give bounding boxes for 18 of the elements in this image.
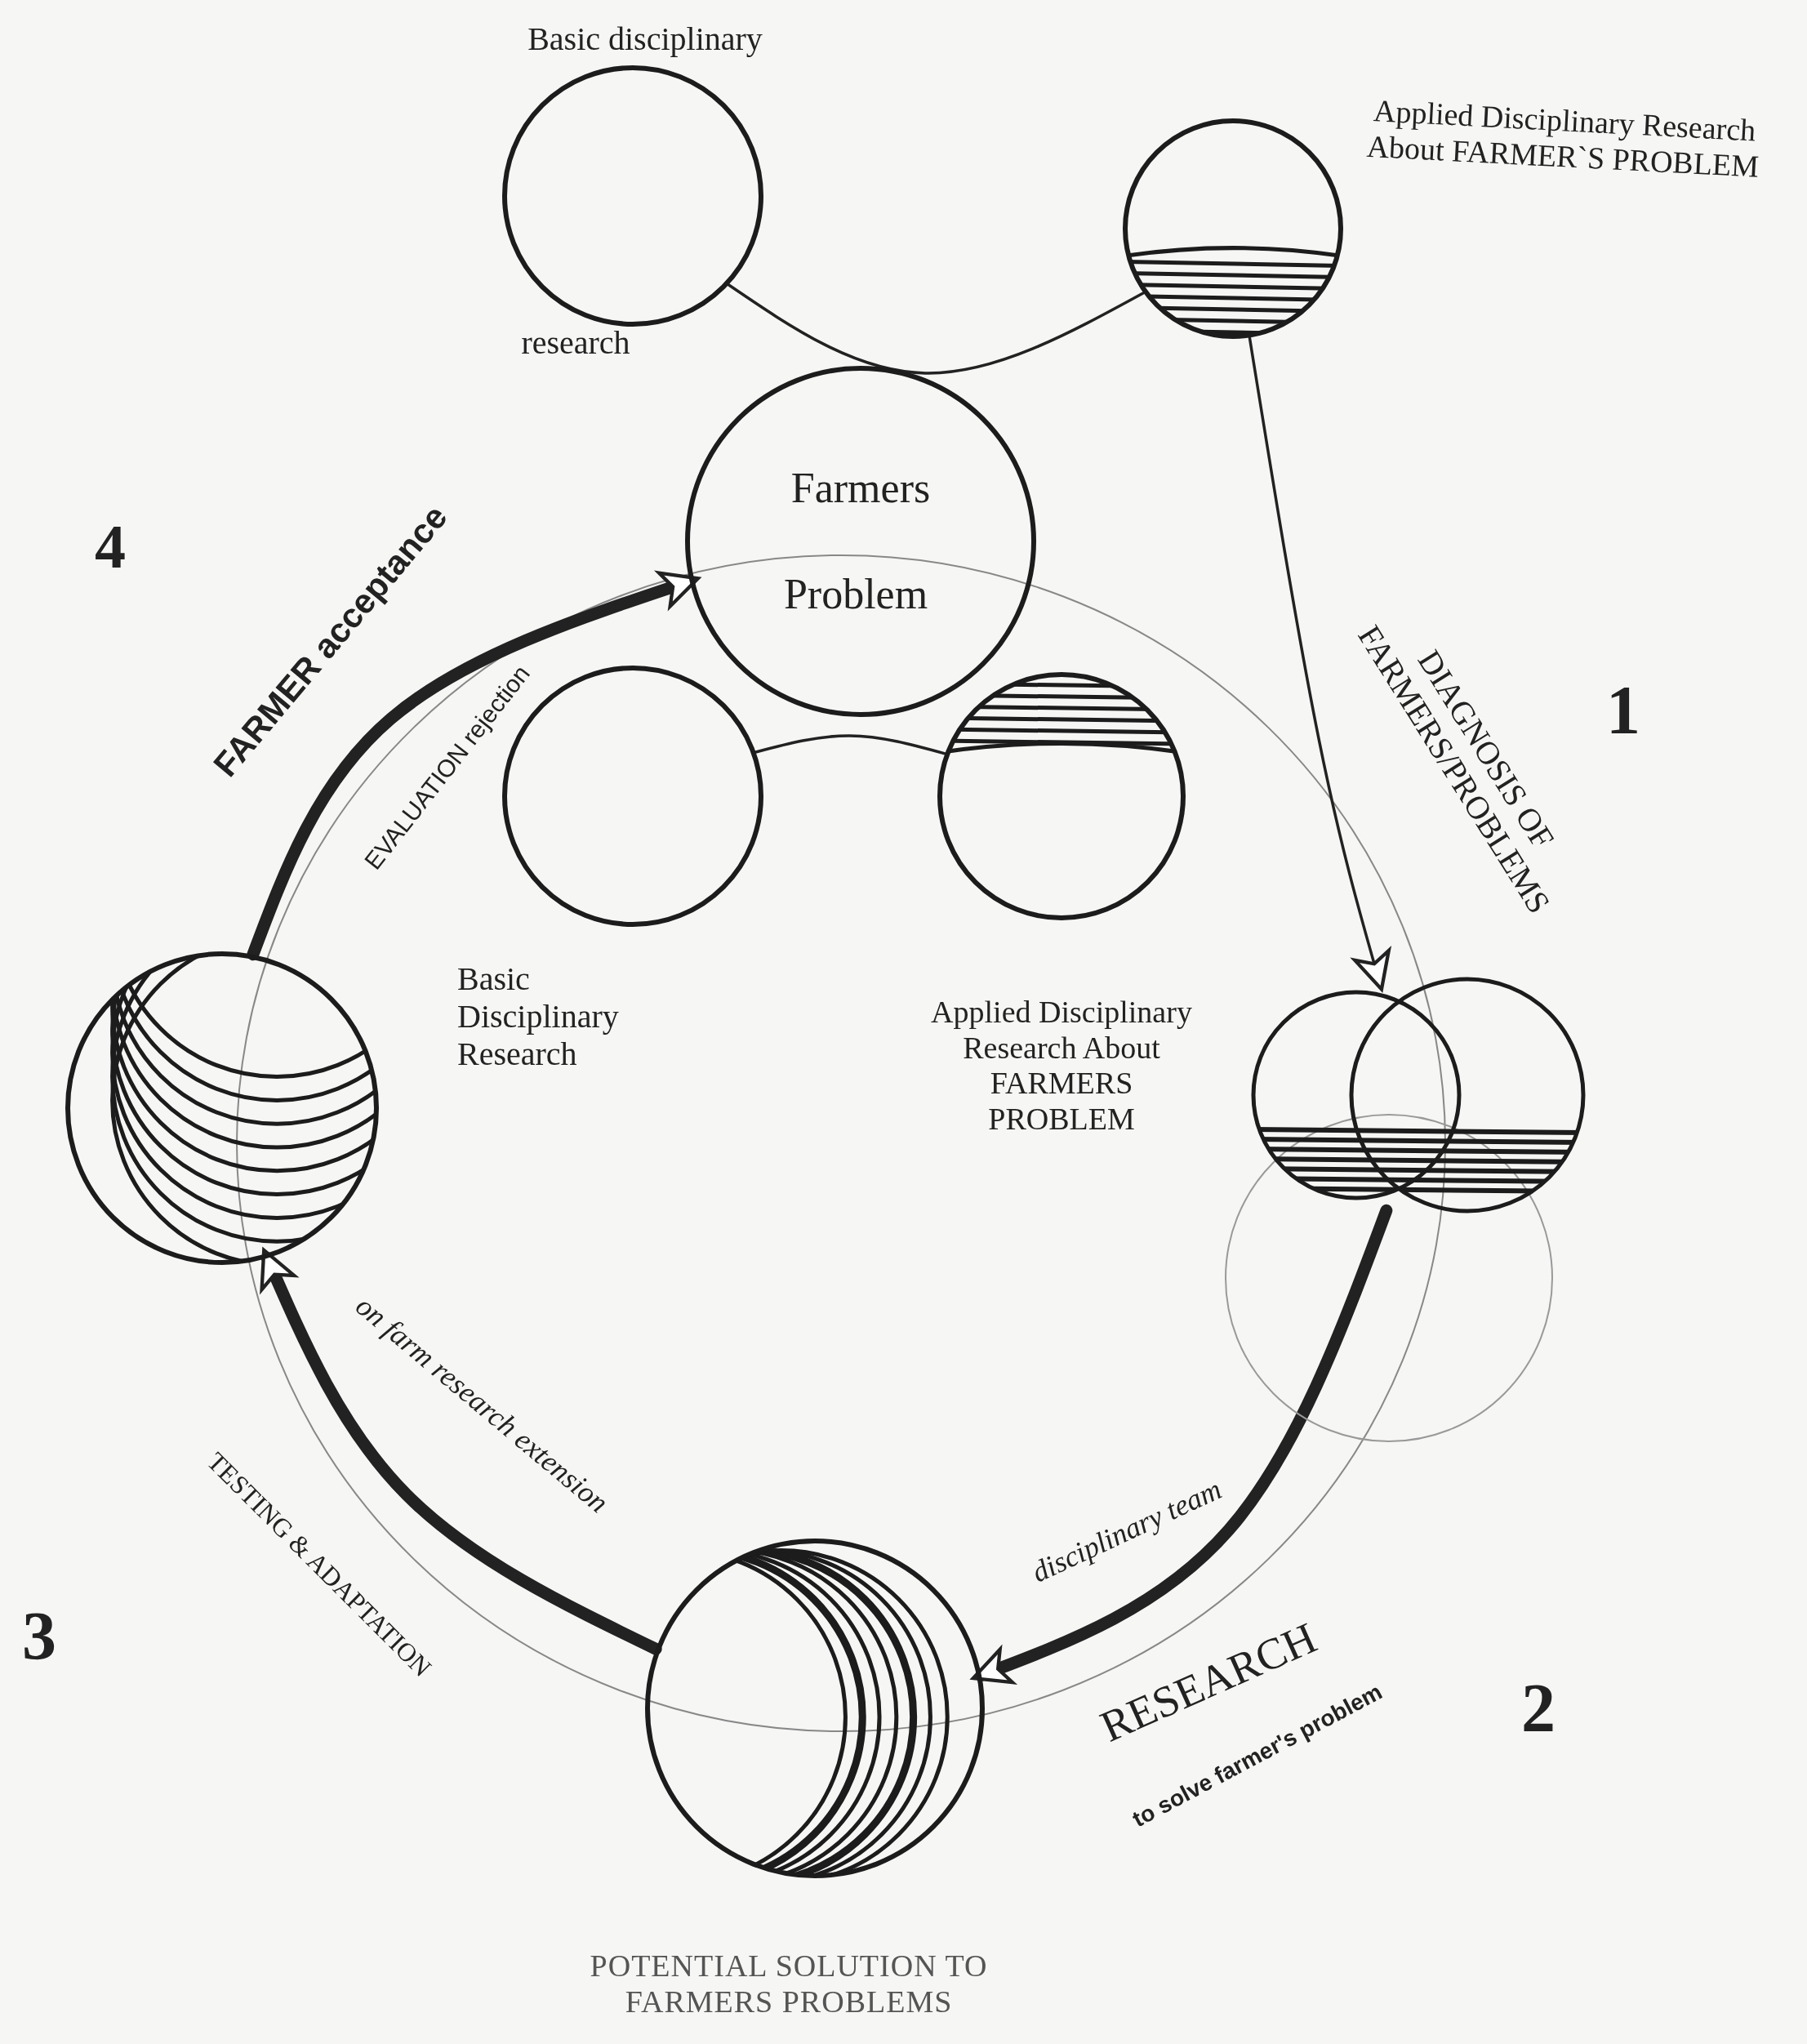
step-number: 4 bbox=[95, 511, 126, 583]
connector-line bbox=[754, 734, 946, 755]
arrow bbox=[971, 1204, 1393, 1685]
step-number: 1 bbox=[1606, 670, 1640, 750]
arrow bbox=[1248, 336, 1391, 991]
node-label: Problem bbox=[782, 570, 929, 619]
node-label: POTENTIAL SOLUTION TO FARMERS PROBLEMS bbox=[589, 1948, 989, 2020]
node-label: Basic disciplinary bbox=[527, 20, 763, 58]
arrow bbox=[247, 571, 700, 961]
node-label: Farmers bbox=[790, 464, 932, 513]
arrow bbox=[260, 1248, 662, 1655]
step-number: 2 bbox=[1521, 1668, 1556, 1748]
node-label: research bbox=[520, 324, 631, 362]
node-label: Applied Disciplinary Research About FARMER`S PROBLEM bbox=[1364, 92, 1761, 185]
node-label: Basic Disciplinary Research bbox=[457, 960, 620, 1073]
step-number: 3 bbox=[22, 1596, 56, 1676]
connector-line bbox=[727, 283, 1146, 375]
node-label: Applied Disciplinary Research About FARMERS PROBLEM bbox=[930, 994, 1193, 1138]
